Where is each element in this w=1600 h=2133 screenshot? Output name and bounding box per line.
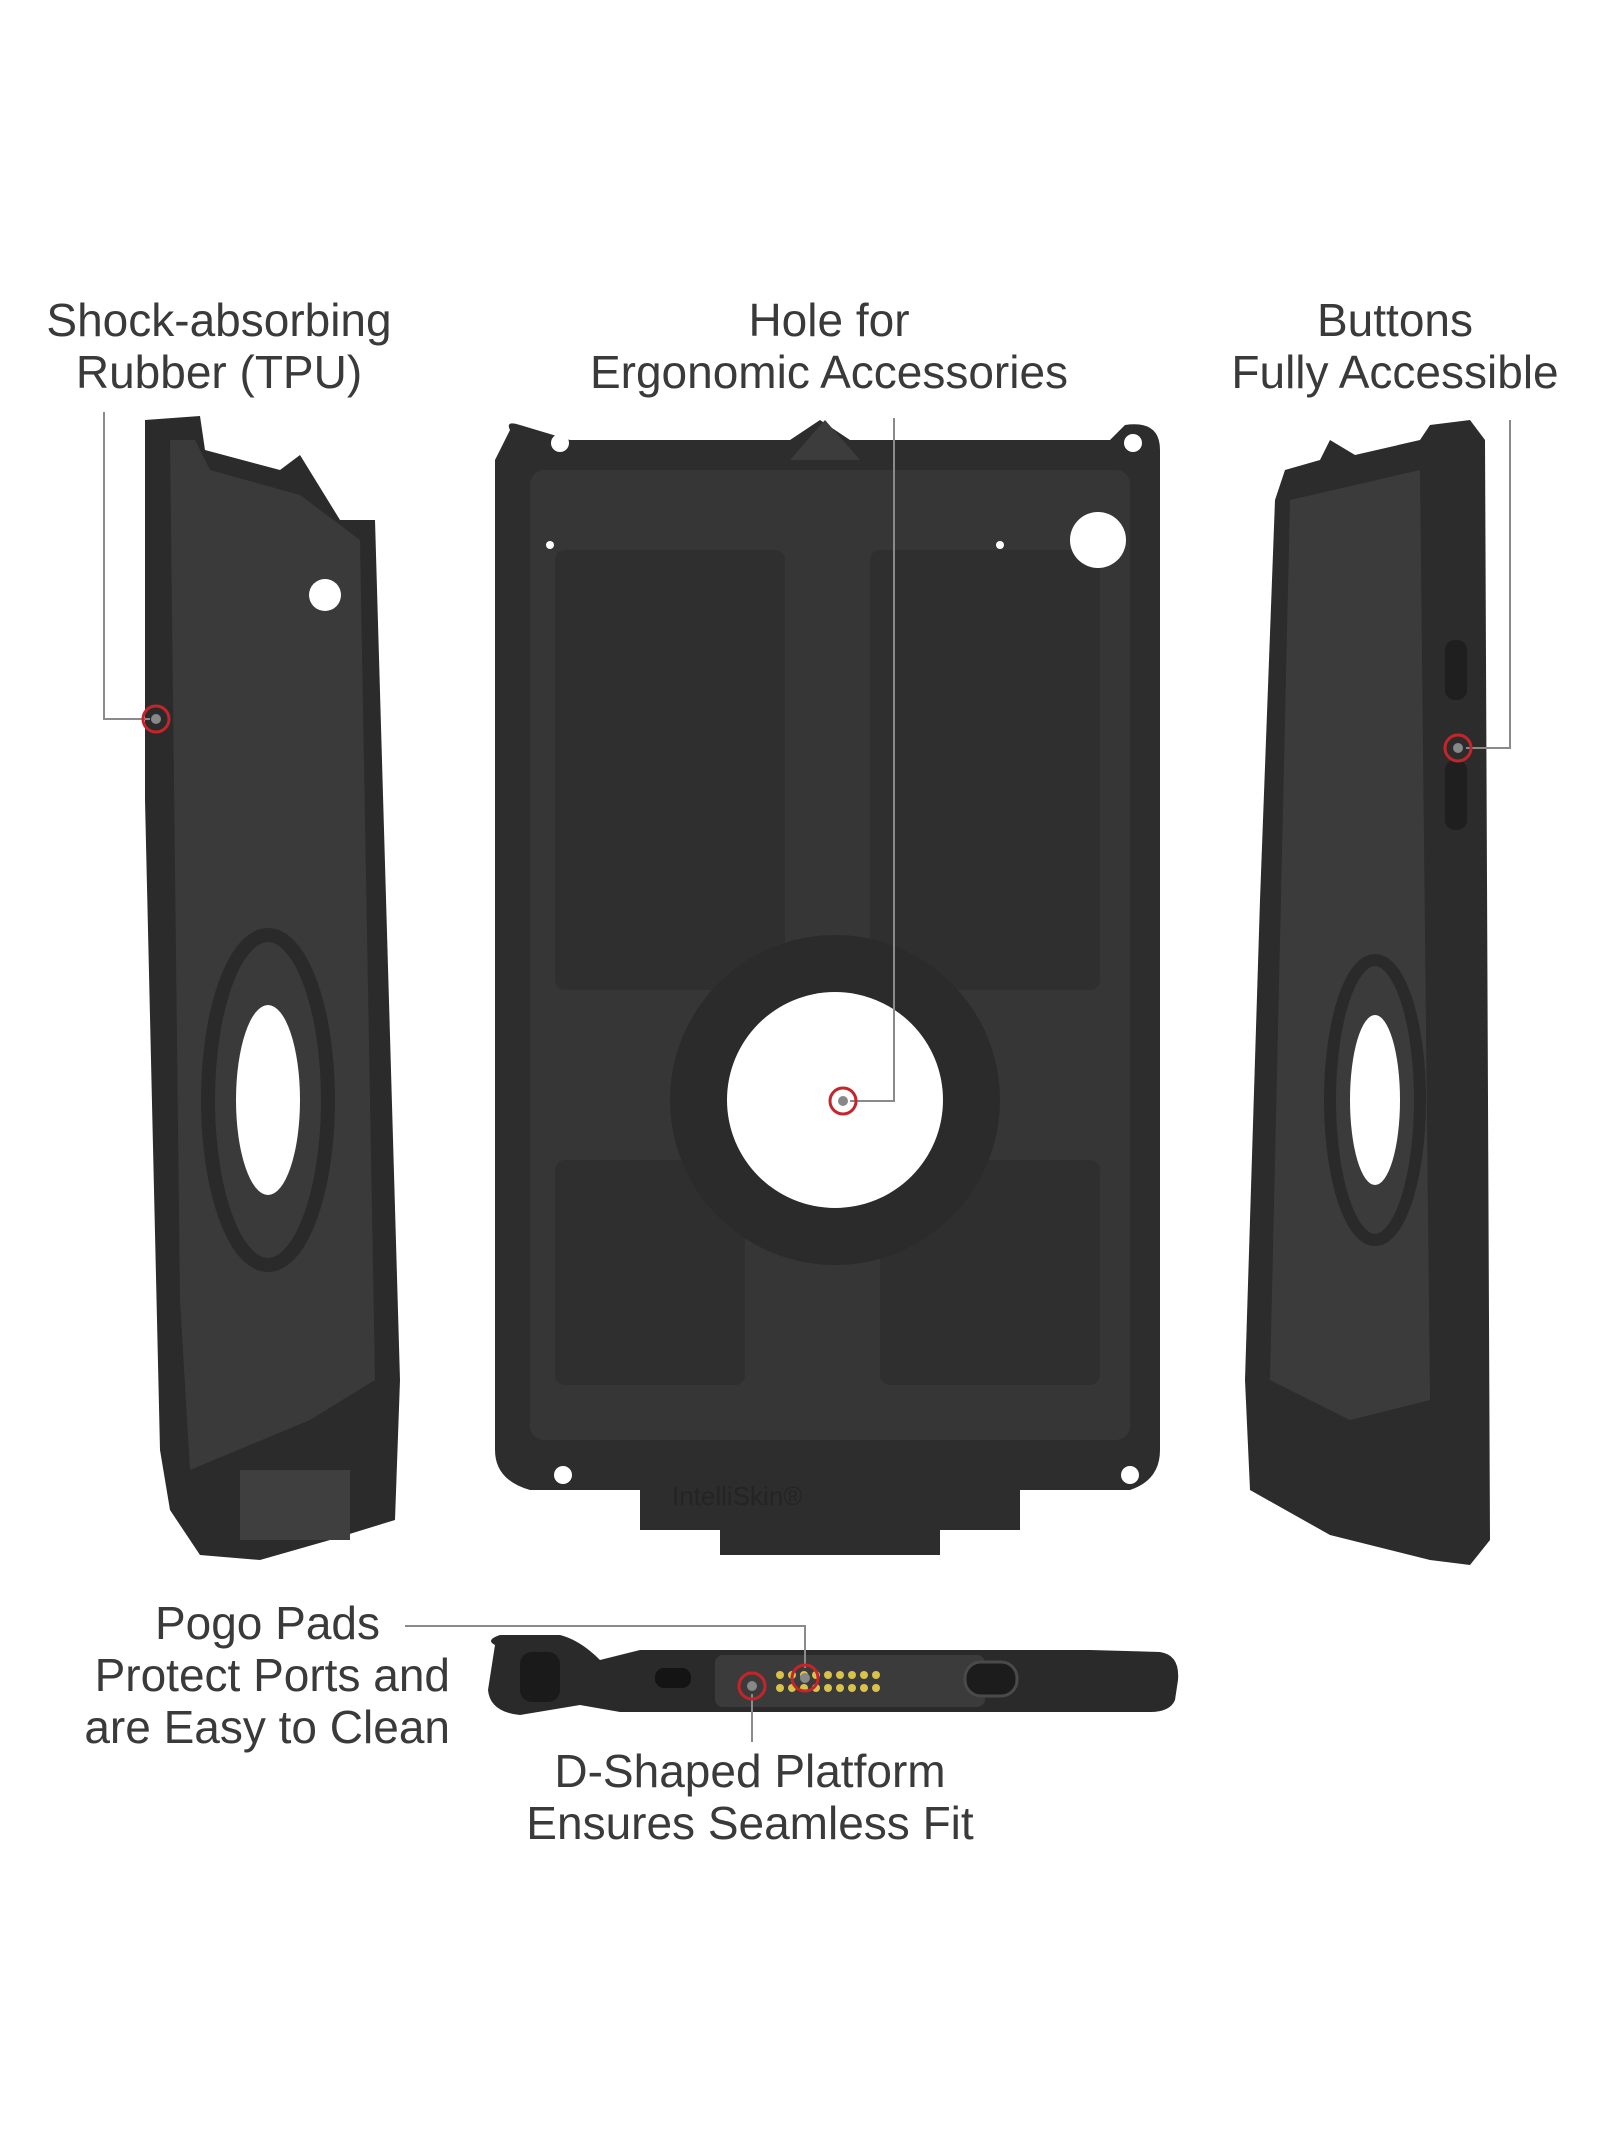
callout-text: Ergonomic Accessories	[589, 346, 1069, 398]
callout-text: D-Shaped Platform	[554, 1745, 946, 1797]
callout-hole: Hole for Ergonomic Accessories	[590, 294, 1068, 398]
callout-shock-absorbing: Shock-absorbing Rubber (TPU)	[46, 294, 391, 398]
intelliskin-logo: IntelliSkin®	[672, 1481, 802, 1511]
callout-text: Hole for	[748, 294, 910, 346]
callout-text: Protect Ports and	[94, 1649, 450, 1701]
callout-buttons: Buttons Fully Accessible	[1231, 294, 1558, 398]
marker-buttons	[1443, 733, 1473, 763]
marker-pogo	[790, 1663, 820, 1693]
callout-text: Pogo Pads	[154, 1597, 380, 1649]
case-back-view	[495, 420, 1160, 1555]
callout-text: Shock-absorbing	[46, 294, 392, 346]
marker-hole	[828, 1086, 858, 1116]
callout-text: Fully Accessible	[1231, 346, 1559, 398]
case-left-angle-view	[145, 416, 400, 1560]
marker-shock	[141, 704, 171, 734]
callout-text: Buttons	[1316, 294, 1473, 346]
marker-dshape	[737, 1671, 767, 1701]
callout-d-shaped-platform: D-Shaped Platform Ensures Seamless Fit	[526, 1745, 973, 1849]
callout-pogo-pads: Pogo Pads Protect Ports and are Easy to …	[84, 1597, 450, 1753]
callout-text: are Easy to Clean	[84, 1701, 450, 1753]
callout-text: Ensures Seamless Fit	[526, 1797, 974, 1849]
callout-markers	[141, 704, 1473, 1701]
callout-lines	[103, 412, 1511, 1742]
case-right-angle-view	[1245, 420, 1490, 1565]
callout-text: Rubber (TPU)	[75, 346, 363, 398]
case-bottom-edge-view	[488, 1635, 1179, 1715]
